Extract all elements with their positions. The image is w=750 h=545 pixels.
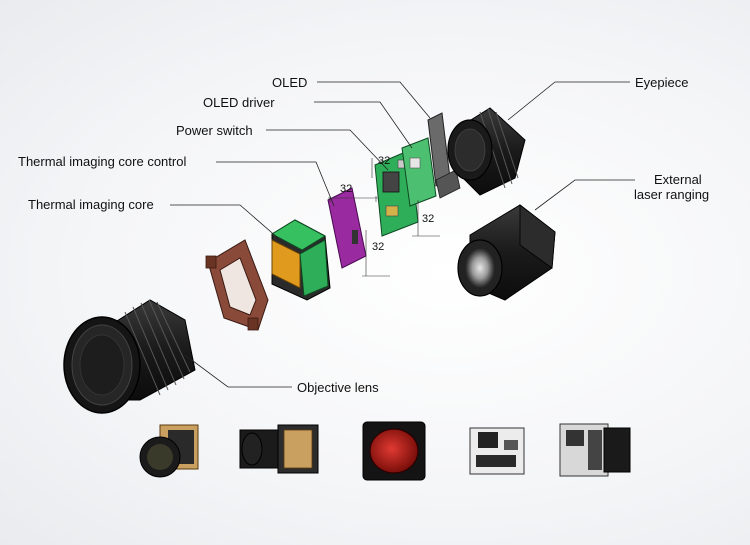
oled-driver-board — [401, 137, 437, 207]
oled-display — [427, 112, 461, 199]
objective-lens — [63, 299, 196, 414]
dimension-label-power-switch: 32 — [378, 155, 390, 167]
mounting-frame — [205, 239, 269, 331]
thermal-imaging-core — [270, 219, 331, 301]
label-laser-line-2: laser ranging — [634, 187, 709, 202]
label-oled: OLED — [272, 75, 307, 90]
label-power-switch: Power switch — [176, 123, 253, 138]
dimension-label-core-control: 32 — [340, 183, 352, 195]
label-oled-driver: OLED driver — [203, 95, 275, 110]
label-laser-line-1: External — [654, 172, 702, 187]
product-photo-4 — [469, 427, 525, 475]
thermal-core-control-board — [327, 187, 367, 269]
external-laser-ranging — [457, 204, 556, 301]
label-eyepiece: Eyepiece — [635, 75, 688, 90]
dimension-label-core: 32 — [372, 241, 384, 253]
label-thermal-core: Thermal imaging core — [28, 197, 154, 212]
product-photo-5 — [559, 423, 631, 477]
eyepiece — [447, 107, 526, 196]
leader-lines — [170, 81, 635, 388]
product-photo-3 — [362, 421, 426, 481]
product-photo-2 — [239, 424, 319, 474]
label-objective-lens: Objective lens — [297, 380, 379, 395]
dimension-label-oled-driver: 32 — [422, 213, 434, 225]
product-photo-1 — [139, 424, 199, 478]
dimension-lines — [328, 158, 440, 277]
label-thermal-core-control: Thermal imaging core control — [18, 154, 186, 169]
